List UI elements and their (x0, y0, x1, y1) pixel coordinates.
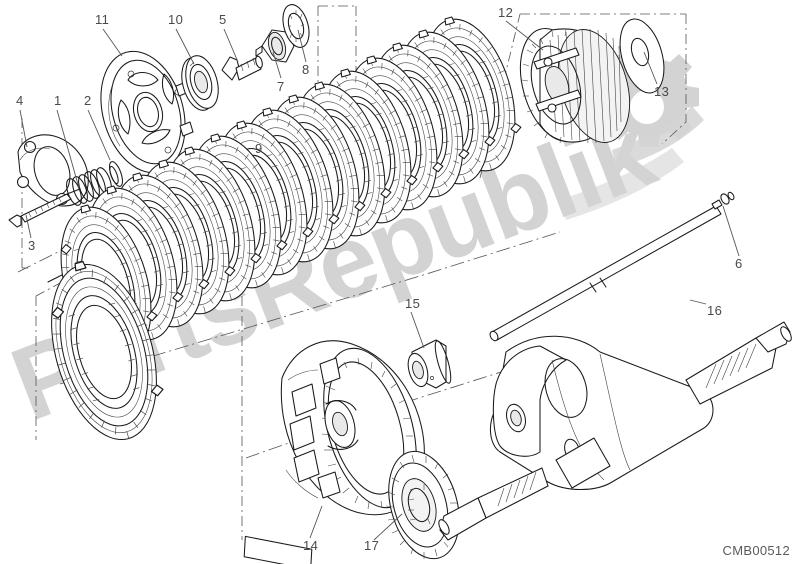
part-4-flange-plate (16, 134, 89, 207)
callout-16: 16 (707, 303, 723, 318)
part-5-pushrod-bolt (221, 55, 263, 81)
part-2-spring-cap (109, 161, 123, 187)
part-7-hex-nut (255, 29, 295, 63)
callout-14: 14 (303, 538, 319, 553)
part-10-bearing (181, 55, 219, 111)
callout-10: 10 (168, 12, 184, 27)
callout-7: 7 (277, 79, 285, 94)
part-1-clutch-spring (66, 167, 112, 206)
crankshaft (243, 321, 792, 564)
callout-13: 13 (654, 84, 670, 99)
diagram-code: CMB00512 (722, 543, 790, 558)
callout-leader-lines (19, 20, 740, 541)
callout-9: 9 (255, 141, 263, 156)
part-15-spacer-bush (407, 339, 452, 389)
part-16-clutch-pushrod (489, 205, 722, 342)
part-8-lock-washer (282, 4, 310, 48)
part-6-pushrod-tip (711, 191, 735, 210)
callout-3: 3 (28, 238, 36, 253)
callout-12: 12 (498, 5, 514, 20)
part-11-clutch-pressure-plate (100, 50, 194, 174)
callout-4: 4 (16, 93, 24, 108)
callout-17: 17 (364, 538, 380, 553)
callout-1: 1 (54, 93, 62, 108)
callout-11: 11 (95, 12, 110, 27)
callout-2: 2 (84, 93, 92, 108)
callout-15: 15 (405, 296, 421, 311)
callout-8: 8 (302, 62, 310, 77)
callout-5: 5 (219, 12, 227, 27)
callout-6: 6 (735, 256, 743, 271)
part-9-clutch-plate-set (32, 6, 532, 453)
part-12-clutch-hub (519, 27, 630, 144)
